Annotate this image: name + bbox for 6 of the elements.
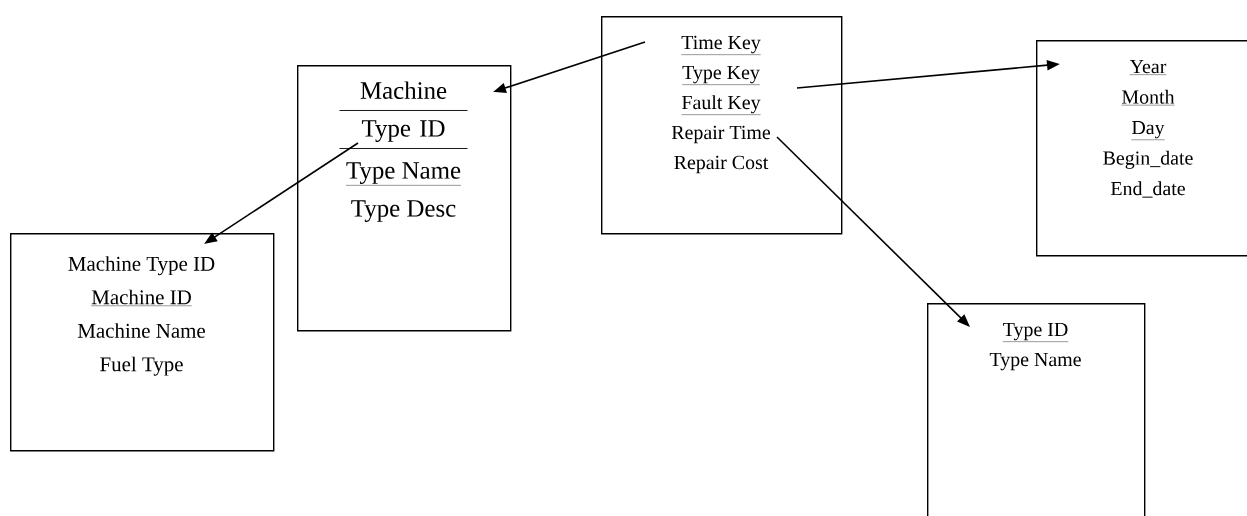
table-box: Machine Type ID Machine ID Machine Name Fuel Type: [10, 233, 275, 452]
arrow: [776, 136, 970, 327]
table-box: Time Key Type Key Fault Key Repair Time Repair Cost: [601, 16, 843, 235]
table-box: Machine Type ID Type Name Type Desc: [297, 65, 512, 332]
table-box: Year Month Day Begin_date End_date: [1036, 40, 1247, 257]
table-box: Type ID Type Name: [927, 303, 1146, 516]
